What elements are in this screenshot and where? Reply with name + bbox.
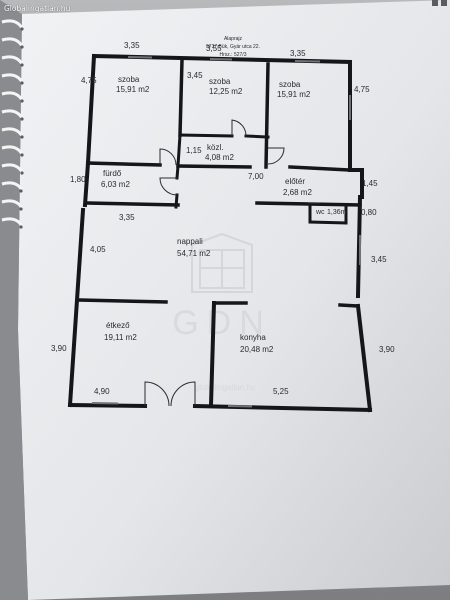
- dim-right-080: 0,80: [361, 208, 377, 217]
- room-area-etkezo: 19,11 m2: [104, 333, 137, 342]
- binding-holes: [19, 27, 24, 229]
- room-name-szoba-3: szoba: [279, 80, 301, 89]
- gdn-logo-text: GDN: [172, 304, 272, 342]
- dim-right-345: 3,45: [371, 255, 387, 264]
- room-name-furdo: fürdő: [103, 169, 122, 178]
- dimension-labels: 3,35 3,55 3,35 4,75 3,45 4,75 1,15 7,00 …: [51, 41, 395, 396]
- room-labels: szoba 15,91 m2 szoba 12,25 m2 szoba 15,9…: [101, 75, 347, 354]
- spiral-binding: [1, 19, 24, 227]
- dim-left-bath: 1,80: [70, 175, 86, 184]
- doors: [144, 119, 320, 407]
- room-name-kozl: közl.: [207, 143, 223, 152]
- room-name-szoba-1: szoba: [118, 75, 140, 84]
- dim-top-left: 3,35: [124, 41, 140, 50]
- room-area-szoba-3: 15,91 m2: [277, 90, 311, 99]
- dim-right-top: 4,75: [354, 85, 370, 94]
- sheet-address: 9737 Bük, Gyár utca 22.: [206, 44, 260, 50]
- dim-right-145: 1,45: [362, 179, 378, 188]
- dim-bottom-right: 5,25: [273, 387, 289, 396]
- room-area-furdo: 6,03 m2: [101, 180, 130, 189]
- dim-inner-345: 3,45: [187, 71, 203, 80]
- room-name-konyha: konyha: [240, 333, 266, 342]
- dim-kozl-width: 1,15: [186, 146, 202, 155]
- room-area-szoba-1: 15,91 m2: [116, 85, 150, 94]
- room-name-nappali: nappali: [177, 237, 203, 246]
- dim-top-middle: 3,55: [206, 44, 222, 53]
- dim-top-right: 3,35: [290, 49, 306, 58]
- room-area-konyha: 20,48 m2: [240, 345, 274, 354]
- room-name-szoba-2: szoba: [209, 77, 231, 86]
- paper-left-shadow: [0, 0, 28, 600]
- dim-inner-335: 3,35: [119, 213, 135, 222]
- dim-nappali-left: 4,05: [90, 245, 106, 254]
- dim-left-bottom: 3,90: [51, 344, 67, 353]
- room-name-wc: wc: [315, 209, 325, 216]
- room-name-eloter: előtér: [285, 177, 305, 186]
- top-right-binding: [432, 0, 447, 6]
- windows: [91, 56, 361, 408]
- room-area-eloter: 2,68 m2: [283, 188, 312, 197]
- sheet-title: Alaprajz: [224, 36, 243, 42]
- dim-right-bottom: 3,90: [379, 345, 395, 354]
- room-area-wc: 1,36m: [327, 209, 347, 216]
- dim-bottom-left: 4,90: [94, 387, 110, 396]
- gdn-logo: GDN: [172, 232, 272, 342]
- room-area-szoba-2: 12,25 m2: [209, 87, 243, 96]
- paper-sheet: [18, 0, 450, 600]
- sheet-parcel: Hrsz.: 527/3: [220, 52, 247, 58]
- site-watermark: Globalingatlan.hu: [4, 4, 71, 13]
- footer-watermark: globalingatlan.hu: [195, 383, 256, 392]
- room-area-kozl: 4,08 m2: [205, 153, 234, 162]
- room-area-nappali: 54,71 m2: [177, 249, 211, 258]
- dim-corridor: 7,00: [248, 172, 264, 181]
- room-name-etkezo: étkező: [106, 321, 130, 330]
- dim-left-top: 4,75: [81, 76, 97, 85]
